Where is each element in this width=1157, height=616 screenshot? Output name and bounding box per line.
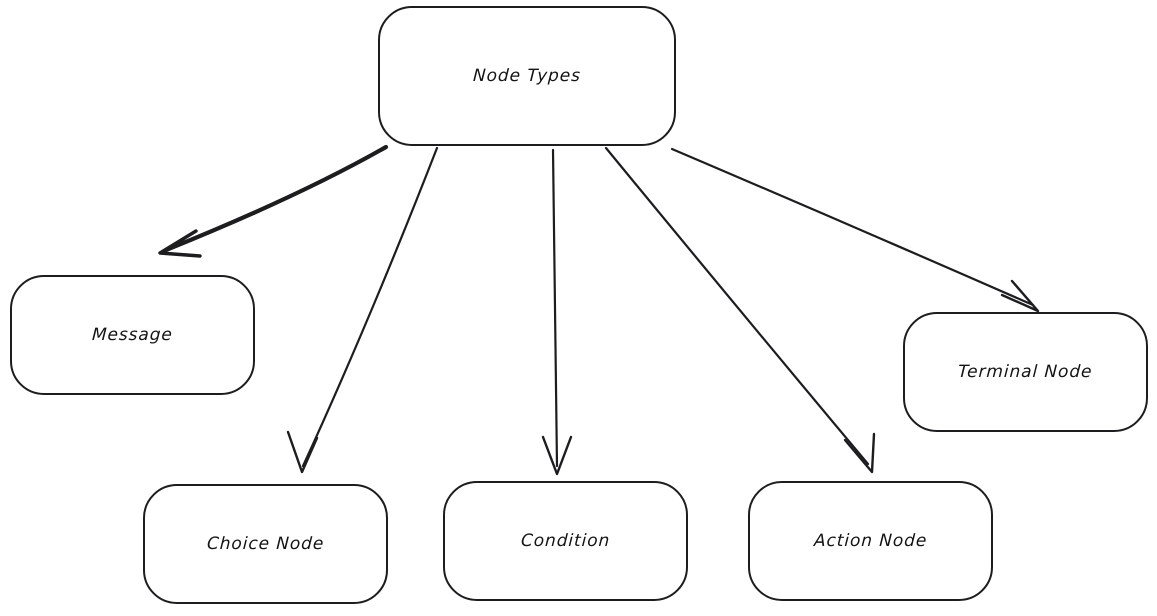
node-action[interactable]: Action Node <box>748 481 993 601</box>
edge-root-condition <box>541 148 573 476</box>
node-message[interactable]: Message <box>10 275 255 395</box>
node-root-label: Node Types <box>472 66 582 86</box>
node-condition[interactable]: Condition <box>443 481 688 601</box>
edge-root-choice <box>286 146 439 474</box>
node-choice[interactable]: Choice Node <box>143 484 388 604</box>
node-condition-label: Condition <box>520 531 611 551</box>
edge-root-action <box>604 146 876 474</box>
node-choice-label: Choice Node <box>206 534 325 554</box>
edge-root-terminal <box>670 147 1040 313</box>
node-root[interactable]: Node Types <box>378 6 676 146</box>
node-terminal-label: Terminal Node <box>957 362 1094 382</box>
node-action-label: Action Node <box>813 531 928 551</box>
node-terminal[interactable]: Terminal Node <box>903 312 1148 432</box>
node-message-label: Message <box>91 325 174 345</box>
edge-root-message <box>158 144 389 258</box>
